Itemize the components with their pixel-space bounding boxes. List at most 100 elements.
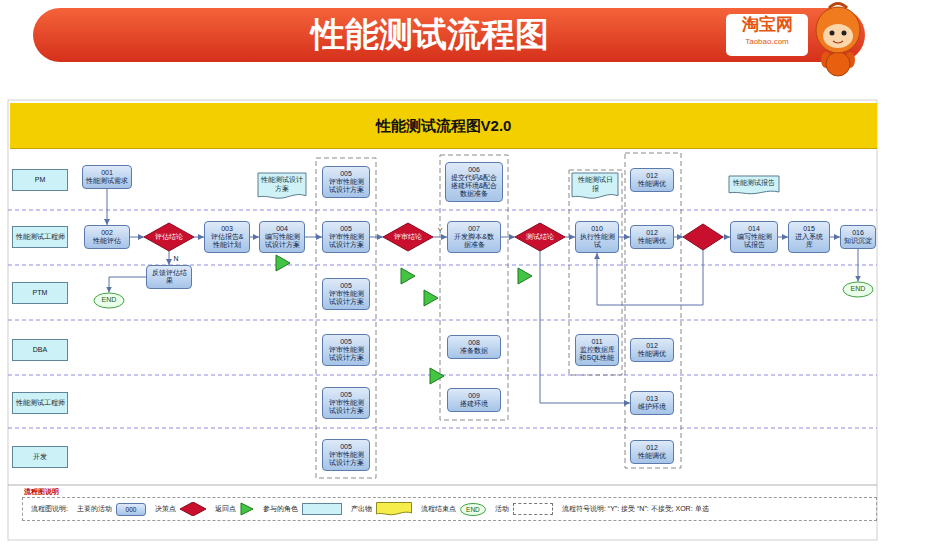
legend-text: 主要的活动 — [77, 504, 112, 514]
node-text: 进入系统库 — [792, 233, 826, 249]
return-triangle — [518, 268, 532, 284]
process-box: 007开发脚本&数据准备 — [447, 221, 501, 253]
mascot-face — [823, 24, 853, 48]
diagram-panel — [8, 100, 877, 540]
activity-group — [625, 153, 681, 468]
activity-groups — [316, 153, 681, 478]
flow-connector — [109, 277, 146, 293]
legend-text: 流程结束点 — [421, 504, 456, 514]
role-box: DBA — [12, 339, 68, 361]
lane-line — [8, 428, 877, 429]
node-text: 测试结论 — [526, 233, 554, 240]
shape-path — [572, 173, 618, 198]
node-text: 性能调优 — [638, 452, 666, 460]
label-text: Taobao.com — [728, 38, 806, 47]
return-triangle — [401, 268, 415, 284]
node-text: 知识沉淀 — [844, 237, 872, 245]
node-text: 004 — [276, 225, 288, 233]
process-box: 016知识沉淀 — [840, 225, 876, 249]
output-document: 性能测试设计方案 — [258, 173, 306, 200]
flow-connector — [305, 236, 322, 237]
process-box: 015进入系统库 — [788, 221, 830, 253]
node-text: 012 — [646, 229, 658, 237]
flow-connector — [433, 237, 447, 238]
return-triangle — [424, 290, 438, 306]
lane-line — [8, 265, 877, 266]
legend-text: 产出物 — [351, 504, 372, 514]
flow-connector — [830, 236, 840, 237]
edge-label: Y — [437, 227, 444, 234]
node-text: END — [851, 285, 866, 293]
flow-connector — [540, 251, 630, 403]
process-box: 012性能调优 — [630, 168, 674, 192]
node-text: 011 — [591, 338, 602, 346]
label-text: 流程图说明 — [24, 488, 104, 495]
process-box: 012性能调优 — [630, 440, 674, 464]
process-box: 002性能评估 — [84, 225, 130, 249]
mascot-body — [826, 52, 850, 76]
node-text: 准备数据 — [460, 347, 488, 355]
flow-line — [723, 236, 730, 237]
node-text: 001 — [101, 169, 113, 177]
node-text: 005 — [340, 225, 352, 233]
diamond-shape — [180, 502, 206, 516]
node-text: 012 — [646, 342, 658, 350]
lane-line — [8, 320, 877, 321]
process-box: 004编写性能测试设计方案 — [259, 221, 305, 253]
role-box: PM — [12, 169, 68, 191]
node-text: 评审性能测试设计方案 — [326, 178, 366, 194]
legend-text: 决策点 — [155, 504, 176, 514]
activity-group — [316, 158, 376, 478]
flow-connector — [169, 251, 170, 265]
legend-item: 流程结束点END — [421, 503, 486, 516]
node-text: 003 — [221, 225, 233, 233]
process-box: 011监控数据库和SQL性能 — [575, 334, 619, 366]
node-text: PTM — [33, 289, 48, 297]
flow-connector — [858, 249, 859, 281]
legend-diamond-art — [180, 502, 206, 516]
shape-path — [144, 223, 194, 251]
title-banner — [33, 8, 865, 62]
node-text: 008 — [468, 339, 480, 347]
node-text: 012 — [646, 444, 658, 452]
node-text: 评审性能测试设计方案 — [326, 290, 366, 306]
mascot-illustration — [816, 4, 860, 77]
shape-path — [94, 293, 124, 308]
node-text: 015 — [803, 225, 815, 233]
shape-path — [515, 223, 565, 251]
node-text: 编写性能测试设计方案 — [263, 233, 301, 249]
node-text: 评审性能测试设计方案 — [326, 346, 366, 362]
triangle-shape — [241, 503, 253, 515]
lane-separators — [8, 210, 877, 428]
process-box: 005评审性能测试设计方案 — [322, 439, 370, 471]
node-text: 性能测试工程师 — [16, 399, 65, 407]
process-box: 014编写性能测试报告 — [730, 221, 778, 253]
return-triangle — [276, 255, 290, 271]
legend-item: 主要的活动 000 — [77, 503, 146, 516]
node-text: 维护环境 — [638, 403, 666, 411]
legend-heading-wrap: 流程图说明 — [24, 488, 104, 495]
node-text: 搭建环境 — [460, 400, 488, 408]
mascot-mouth — [833, 41, 843, 43]
process-box: 009搭建环境 — [447, 388, 501, 412]
flow-connector — [130, 237, 144, 238]
shape-path — [843, 282, 873, 297]
node-text: 012 — [646, 172, 658, 180]
node-text: 评估结论 — [155, 233, 183, 240]
mascot-eye — [842, 31, 847, 36]
title-wrap: 性能测试流程图 — [180, 8, 680, 62]
process-box: 010执行性能测试 — [575, 221, 619, 253]
node-text: 性能测试报告 — [733, 179, 775, 187]
legend-item: 产出物 — [351, 502, 412, 516]
legend-activity-box: 000 — [116, 503, 146, 516]
node-text: 009 — [468, 392, 480, 400]
legend-swatch — [302, 503, 342, 515]
node-text: 013 — [646, 395, 658, 403]
flow-connector — [250, 236, 259, 237]
role-box: 性能测试工程师 — [12, 226, 68, 248]
label-text: 流程符号说明: “Y”: 接受 “N”: 不接受; XOR: 单选 — [562, 504, 709, 514]
legend-triangle — [240, 502, 254, 516]
node-text: 005 — [340, 391, 352, 399]
